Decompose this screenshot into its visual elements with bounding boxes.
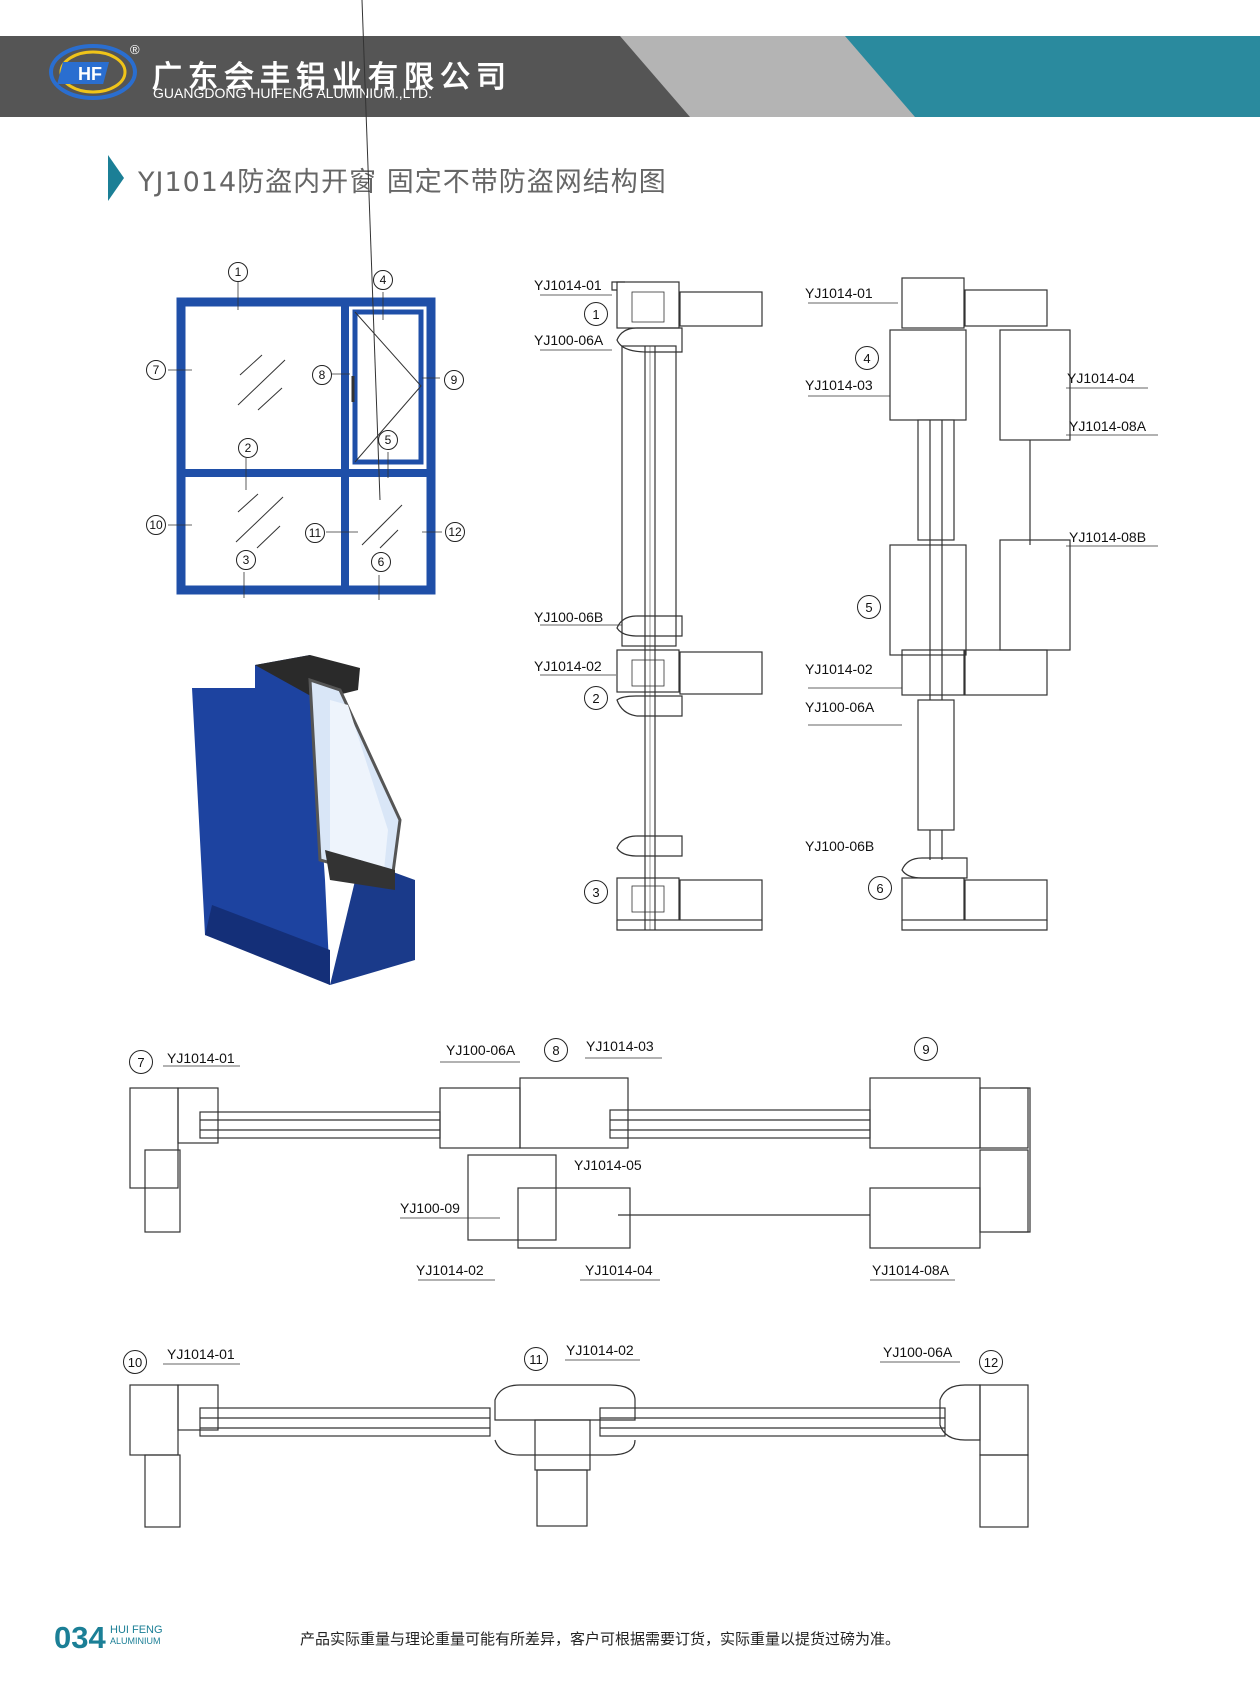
label-yj1014-02-b: YJ1014-02 (566, 1342, 634, 1358)
callout-2: 2 (238, 438, 258, 458)
callout-1: 1 (228, 262, 248, 282)
label-yj1014-08a: YJ1014-08A (1069, 418, 1147, 434)
profile-3d-render (192, 655, 415, 985)
label-yj100-06a: YJ100-06A (534, 332, 604, 348)
label-yj100-06b-r: YJ100-06B (805, 838, 875, 854)
label-yj100-06a-h: YJ100-06A (446, 1042, 516, 1058)
label-yj1014-08b: YJ1014-08B (1069, 529, 1147, 545)
horizontal-section-bottom (129, 1359, 1029, 1528)
footer-note: 产品实际重量与理论重量可能有所差异，客户可根据需要订货，实际重量以提货过磅为准。 (300, 1630, 901, 1648)
footer-brand: HUI FENG (110, 1624, 163, 1636)
label-yj1014-01: YJ1014-01 (534, 277, 602, 293)
page-title: YJ1014防盗内开窗 固定不带防盗网结构图 (138, 167, 667, 198)
callout-9-section: 9 (914, 1037, 938, 1061)
callout-11: 11 (305, 523, 325, 543)
label-yj100-06a-b: YJ100-06A (883, 1344, 953, 1360)
callout-3: 3 (236, 550, 256, 570)
label-yj1014-02-h: YJ1014-02 (416, 1262, 484, 1278)
svg-text:HF: HF (78, 64, 102, 84)
callout-9: 9 (444, 370, 464, 390)
page-number: 034 (54, 1620, 106, 1655)
callout-12: 12 (445, 522, 465, 542)
label-yj1014-01-r: YJ1014-01 (805, 285, 873, 301)
svg-text:®: ® (130, 42, 140, 57)
horizontal-section-middle (129, 1057, 1031, 1281)
callout-8-section: 8 (544, 1038, 568, 1062)
title-marker (108, 155, 124, 201)
callout-7: 7 (146, 360, 166, 380)
label-yj1014-02-r: YJ1014-02 (805, 661, 873, 677)
label-yj100-09: YJ100-09 (400, 1200, 460, 1216)
label-yj1014-05: YJ1014-05 (574, 1157, 642, 1173)
label-yj1014-04-h: YJ1014-04 (585, 1262, 653, 1278)
header-bar: HF ® (0, 36, 1260, 117)
callout-10: 10 (146, 515, 166, 535)
vertical-section-left (540, 281, 763, 931)
label-yj1014-02: YJ1014-02 (534, 658, 602, 674)
callout-8: 8 (312, 365, 332, 385)
footer-brand-sub: ALUMINIUM (110, 1636, 161, 1646)
label-yj1014-08a-h: YJ1014-08A (872, 1262, 950, 1278)
callout-5-section: 5 (857, 595, 881, 619)
vertical-section-right (808, 277, 1158, 931)
callout-6: 6 (371, 552, 391, 572)
label-yj1014-01-b: YJ1014-01 (167, 1346, 235, 1362)
callout-6-section: 6 (868, 876, 892, 900)
callout-12-section: 12 (979, 1350, 1003, 1374)
label-yj1014-04: YJ1014-04 (1067, 370, 1135, 386)
company-name-en: GUANGDONG HUIFENG ALUMINIUM.,LTD. (153, 85, 432, 101)
label-yj1014-03: YJ1014-03 (805, 377, 873, 393)
label-yj1014-03-h: YJ1014-03 (586, 1038, 654, 1054)
callout-10-section: 10 (123, 1350, 147, 1374)
callout-7-section: 7 (129, 1050, 153, 1074)
callout-1-section: 1 (584, 302, 608, 326)
window-elevation (168, 0, 442, 600)
company-name-cn: 广东会丰铝业有限公司 (152, 60, 512, 95)
callout-4-section: 4 (855, 346, 879, 370)
company-logo: HF ® (49, 42, 140, 100)
label-yj100-06a-r: YJ100-06A (805, 699, 875, 715)
callout-3-section: 3 (584, 880, 608, 904)
label-yj100-06b: YJ100-06B (534, 609, 604, 625)
callout-5: 5 (378, 430, 398, 450)
callout-11-section: 11 (524, 1347, 548, 1371)
callout-4: 4 (373, 270, 393, 290)
callout-2-section: 2 (584, 686, 608, 710)
label-yj1014-01-h: YJ1014-01 (167, 1050, 235, 1066)
